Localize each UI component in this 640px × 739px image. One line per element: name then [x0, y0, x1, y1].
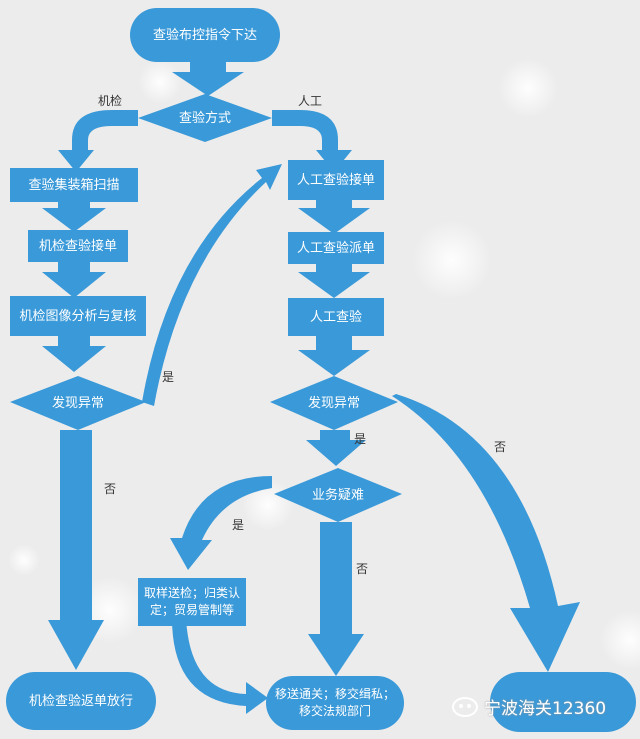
node-h-accept: [288, 160, 384, 200]
node-h-inspect: [288, 298, 384, 336]
edge-label-d-no: 否: [356, 562, 369, 576]
edge-label-h-yes: 是: [354, 432, 367, 446]
arrow-difficult-to-transfer: [308, 522, 364, 676]
arrow-hdispatch-to-hinspect: [298, 262, 370, 298]
node-h-inspect-label: 人工查验: [309, 309, 362, 325]
arrow-scan-to-accept: [42, 202, 106, 232]
node-end: [490, 672, 636, 732]
node-m-analysis-label: 机检图像分析与复核: [19, 308, 137, 324]
arrow-hinspect-to-hanomaly: [298, 336, 370, 376]
node-h-anomaly-label: 发现异常: [307, 395, 360, 411]
node-transfer: [266, 676, 404, 730]
arrow-start-to-method: [172, 60, 244, 96]
node-method-label: 查验方式: [178, 110, 231, 126]
node-m-release-label: 机检查验返单放行: [28, 693, 133, 709]
arrow-difficult-yes-to-sample: [170, 476, 272, 570]
node-h-difficult-label: 业务疑难: [311, 487, 364, 503]
arrow-diamond-to-manual: [272, 110, 352, 172]
node-m-accept: [28, 230, 128, 262]
edge-label-manual: 人工: [298, 94, 323, 108]
edge-label-machine: 机检: [98, 94, 123, 108]
node-m-accept-label: 机检查验接单: [38, 238, 117, 254]
node-h-difficult: [274, 468, 402, 522]
arrow-machine-yes-to-manual: [142, 164, 282, 406]
node-m-anomaly-label: 发现异常: [51, 395, 104, 411]
node-start-label: 查验布控指令下达: [152, 27, 257, 43]
node-sample: [138, 578, 246, 626]
node-h-anomaly: [270, 376, 398, 430]
node-h-accept-label: 人工查验接单: [296, 172, 375, 188]
node-m-analysis: [10, 296, 146, 336]
arrow-haccept-to-hdispatch: [298, 200, 370, 234]
node-m-scan: [10, 168, 138, 202]
node-method: [138, 94, 272, 142]
arrow-analysis-to-anomaly: [42, 334, 106, 372]
arrow-sample-to-transfer: [172, 618, 268, 714]
arrow-manual-no-to-release: [392, 394, 580, 672]
watermark: 宁波海关12360: [452, 694, 606, 719]
edge-label-d-yes: 是: [232, 518, 245, 532]
edge-label-h-no: 否: [494, 440, 507, 454]
arrow-accept-to-analysis: [42, 261, 106, 298]
arrow-hanomaly-to-difficult: [306, 430, 366, 466]
node-m-scan-label: 查验集装箱扫描: [28, 177, 120, 193]
node-sample-label: 取样送检；归类认 定；贸易管制等: [143, 586, 240, 617]
wechat-icon: [452, 696, 478, 717]
node-m-anomaly: [10, 376, 146, 430]
arrow-diamond-to-machine: [58, 110, 138, 172]
edge-label-m-no: 否: [104, 482, 117, 496]
node-start: [130, 8, 280, 62]
watermark-text: 宁波海关12360: [484, 699, 607, 719]
arrow-anomaly-to-release: [48, 430, 104, 670]
edge-label-m-yes: 是: [162, 370, 175, 384]
node-h-dispatch: [288, 232, 384, 264]
node-h-dispatch-label: 人工查验派单: [296, 240, 375, 256]
node-m-release: [6, 672, 156, 730]
node-transfer-label: 移送通关；移交缉私； 移交法规部门: [274, 687, 395, 718]
